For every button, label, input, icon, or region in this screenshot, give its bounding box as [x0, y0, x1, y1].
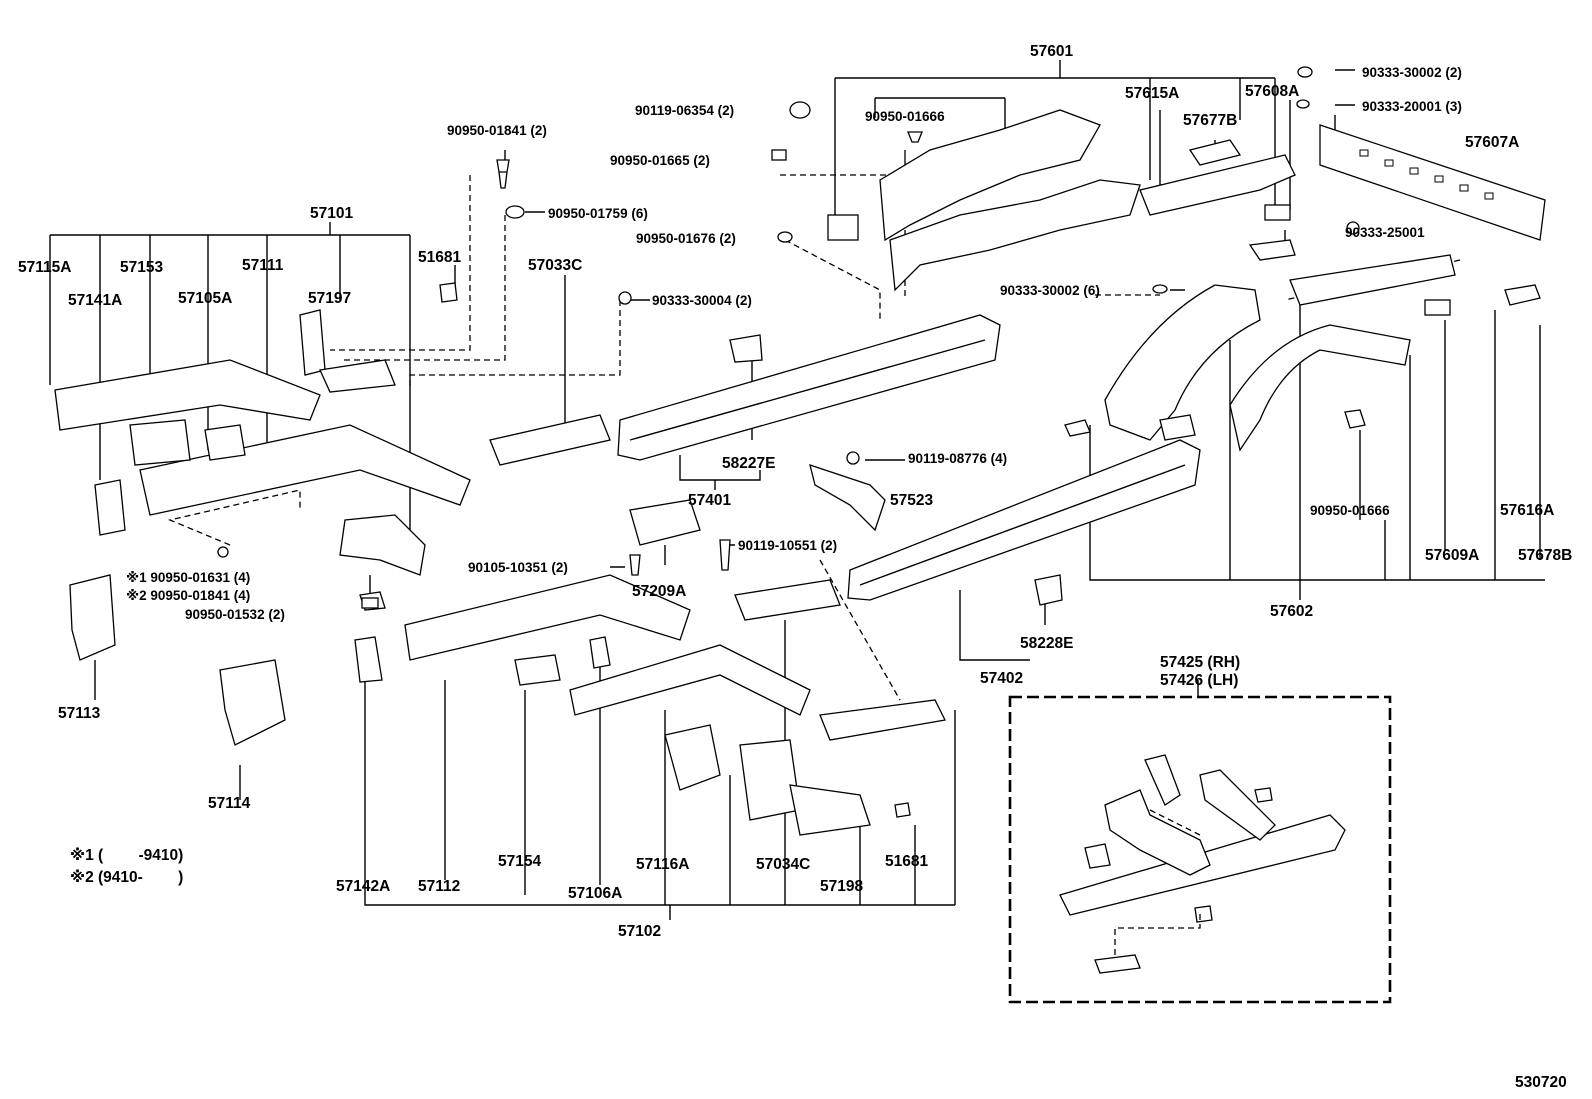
grommet-icon	[1152, 284, 1168, 294]
label-90950-01532: 90950-01532 (2)	[185, 607, 285, 622]
label-57608A: 57608A	[1245, 83, 1299, 100]
label-57033C: 57033C	[528, 257, 582, 274]
label-90950-01841-4: ※2 90950-01841 (4)	[126, 588, 250, 603]
label-57102: 57102	[618, 923, 661, 940]
label-57105A: 57105A	[178, 290, 232, 307]
label-57101: 57101	[310, 205, 353, 222]
label-57615A: 57615A	[1125, 85, 1179, 102]
label-57112: 57112	[418, 878, 460, 895]
label-57106A: 57106A	[568, 885, 622, 902]
label-90119-10551: 90119-10551 (2)	[738, 538, 837, 553]
bar-holes	[1359, 149, 1494, 200]
label-90119-06354: 90119-06354 (2)	[635, 103, 734, 118]
label-57402: 57402	[980, 670, 1023, 687]
label-57154: 57154	[498, 853, 541, 870]
label-90950-01676: 90950-01676 (2)	[636, 231, 736, 246]
label-57209A: 57209A	[632, 583, 686, 600]
footnote-1: ※1 ( -9410)	[70, 846, 183, 864]
label-51681-top: 51681	[418, 249, 461, 266]
label-57601: 57601	[1030, 43, 1073, 60]
label-90333-25001: 90333-25001	[1345, 225, 1425, 240]
label-57141A: 57141A	[68, 292, 122, 309]
plug-icon	[789, 101, 811, 119]
leader-lines	[49, 60, 1545, 920]
label-57401: 57401	[688, 492, 731, 509]
inset-box	[1008, 680, 1392, 1004]
plug-icon	[777, 231, 793, 243]
label-57602: 57602	[1270, 603, 1313, 620]
label-57114: 57114	[208, 795, 251, 812]
label-57111: 57111	[242, 257, 284, 274]
bolt-icon	[719, 539, 731, 571]
part-labels: 57601 90333-30002 (2) 90333-20001 (3) 57…	[18, 43, 1572, 1091]
diagram-id: 530720	[1515, 1074, 1567, 1091]
clip-icon	[907, 131, 923, 143]
label-57142A: 57142A	[336, 878, 390, 895]
bolt-icon	[629, 554, 641, 576]
label-57198: 57198	[820, 878, 863, 895]
label-57609A: 57609A	[1425, 547, 1479, 564]
label-90333-20001-3: 90333-20001 (3)	[1362, 99, 1462, 114]
clip-icon	[217, 546, 229, 558]
plug-icon	[618, 291, 632, 305]
label-90950-01666-top: 90950-01666	[865, 109, 945, 124]
label-90950-01631: ※1 90950-01631 (4)	[126, 570, 250, 585]
label-57677B: 57677B	[1183, 112, 1237, 129]
label-57153: 57153	[120, 259, 163, 276]
clip-icon	[496, 159, 510, 189]
grommet-icon	[1297, 66, 1313, 78]
label-57607A: 57607A	[1465, 134, 1519, 151]
bolt-icon	[846, 451, 860, 465]
label-90333-30002-2: 90333-30002 (2)	[1362, 65, 1462, 80]
plug-icon	[771, 149, 787, 161]
fasteners	[217, 66, 1360, 609]
label-58227E: 58227E	[722, 455, 775, 472]
label-51681-bottom: 51681	[885, 853, 928, 870]
label-90950-01759: 90950-01759 (6)	[548, 206, 648, 221]
label-57116A: 57116A	[636, 856, 689, 873]
label-90950-01666-right: 90950-01666	[1310, 503, 1390, 518]
label-90333-30004: 90333-30004 (2)	[652, 293, 752, 308]
label-57197: 57197	[308, 290, 351, 307]
inset-label-rh: 57425 (RH)	[1160, 654, 1240, 671]
label-57678B: 57678B	[1518, 547, 1572, 564]
label-90119-08776: 90119-08776 (4)	[908, 451, 1007, 466]
label-90950-01841: 90950-01841 (2)	[447, 123, 547, 138]
label-57034C: 57034C	[756, 856, 810, 873]
label-57523: 57523	[890, 492, 933, 509]
inset-label-lh: 57426 (LH)	[1160, 672, 1238, 689]
label-58228E: 58228E	[1020, 635, 1073, 652]
grommet-icon	[1296, 99, 1310, 109]
label-57115A: 57115A	[18, 259, 71, 276]
part-sketches	[54, 109, 1546, 836]
grommet-icon	[1346, 221, 1360, 235]
label-90105-10351: 90105-10351 (2)	[468, 560, 568, 575]
label-90950-01665: 90950-01665 (2)	[610, 153, 710, 168]
label-90333-30002-6: 90333-30002 (6)	[1000, 283, 1100, 298]
label-57616A: 57616A	[1500, 502, 1554, 519]
plug-icon	[505, 205, 525, 219]
label-57113: 57113	[58, 705, 101, 722]
plug-icon	[361, 597, 379, 609]
footnote-2: ※2 (9410- )	[70, 868, 183, 886]
